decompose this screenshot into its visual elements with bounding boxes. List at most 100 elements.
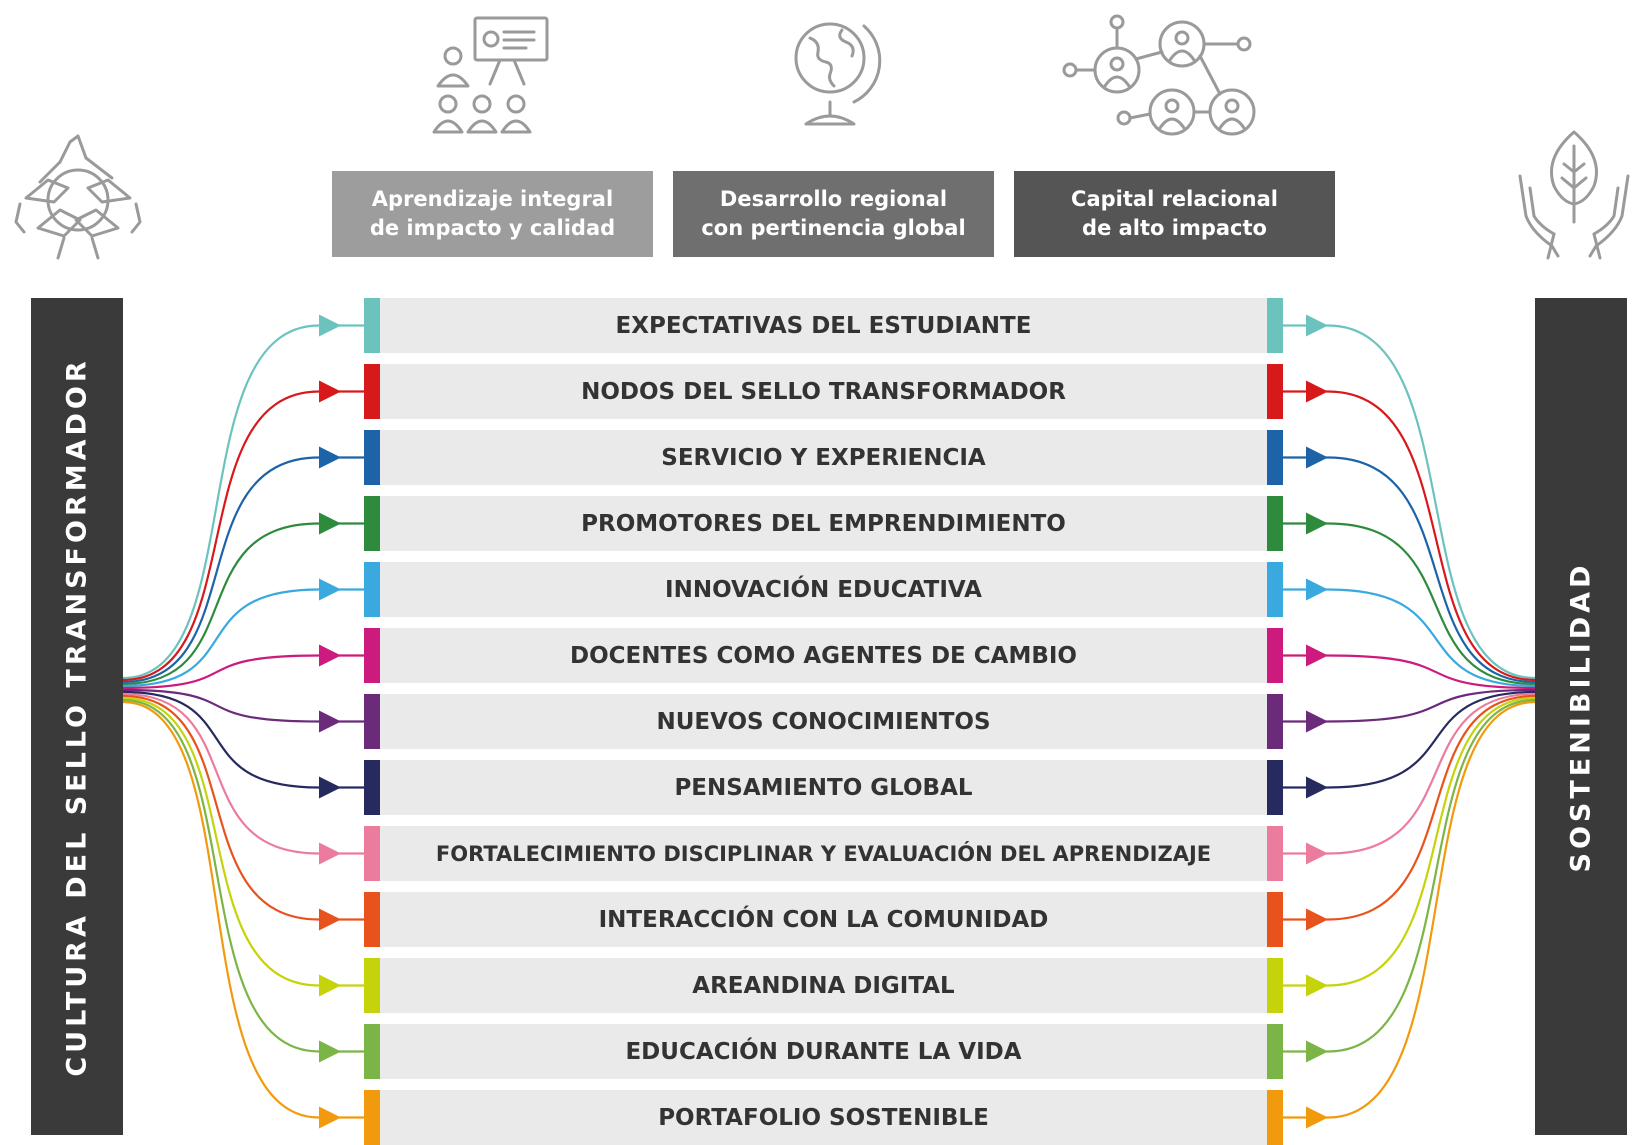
left-pillar: CULTURA DEL SELLO TRANSFORMADOR bbox=[31, 298, 123, 1135]
connector-left bbox=[122, 698, 364, 1053]
arrow-right bbox=[1306, 776, 1328, 799]
pilar-row: AREANDINA DIGITAL bbox=[364, 958, 1283, 1013]
arrow-left bbox=[319, 644, 341, 667]
row-label: NUEVOS CONOCIMIENTOS bbox=[656, 708, 991, 735]
arrow-left bbox=[319, 710, 341, 733]
arrow-right bbox=[1306, 1040, 1328, 1063]
row-color-cap-left bbox=[364, 562, 380, 617]
arrow-left bbox=[319, 1040, 341, 1063]
row-color-cap-right bbox=[1267, 694, 1283, 749]
row-color-cap-left bbox=[364, 364, 380, 419]
row-color-cap-left bbox=[364, 694, 380, 749]
arrow-left bbox=[319, 578, 341, 601]
pillar-line1: Capital relacional bbox=[1071, 187, 1278, 211]
row-color-cap-left bbox=[364, 298, 380, 353]
pilar-row: NUEVOS CONOCIMIENTOS bbox=[364, 694, 1283, 749]
row-label: PORTAFOLIO SOSTENIBLE bbox=[658, 1104, 989, 1131]
arrow-right bbox=[1306, 380, 1328, 403]
connector-left bbox=[122, 694, 364, 921]
pilar-row: PENSAMIENTO GLOBAL bbox=[364, 760, 1283, 815]
pilar-row: FORTALECIMIENTO DISCIPLINAR Y EVALUACIÓN… bbox=[364, 826, 1283, 881]
row-color-cap-right bbox=[1267, 826, 1283, 881]
arrow-right bbox=[1306, 710, 1328, 733]
row-label: PROMOTORES DEL EMPRENDIMIENTO bbox=[581, 510, 1066, 537]
row-color-cap-right bbox=[1267, 958, 1283, 1013]
pilar-row: PROMOTORES DEL EMPRENDIMIENTO bbox=[364, 496, 1283, 551]
row-color-cap-left bbox=[364, 430, 380, 485]
row-label: EDUCACIÓN DURANTE LA VIDA bbox=[625, 1038, 1022, 1065]
connector-left bbox=[122, 688, 364, 723]
pillar-desarrollo: Desarrollo regional con pertinencia globa… bbox=[673, 171, 994, 257]
connector-right bbox=[1283, 324, 1536, 680]
pilar-row: SERVICIO Y EXPERIENCIA bbox=[364, 430, 1283, 485]
arrow-left bbox=[319, 512, 341, 535]
row-label: SERVICIO Y EXPERIENCIA bbox=[661, 444, 986, 471]
row-color-cap-left bbox=[364, 892, 380, 947]
connector-right bbox=[1283, 456, 1536, 684]
pilar-row: PORTAFOLIO SOSTENIBLE bbox=[364, 1090, 1283, 1145]
globe-icon bbox=[784, 14, 884, 134]
connector-right bbox=[1283, 698, 1536, 1053]
connector-right bbox=[1283, 522, 1536, 686]
arrow-left bbox=[319, 842, 341, 865]
connector-left bbox=[122, 700, 364, 1119]
row-color-cap-right bbox=[1267, 628, 1283, 683]
row-color-cap-left bbox=[364, 760, 380, 815]
row-color-cap-left bbox=[364, 1024, 380, 1079]
row-color-cap-left bbox=[364, 826, 380, 881]
row-label: INNOVACIÓN EDUCATIVA bbox=[665, 576, 982, 603]
connector-left bbox=[122, 324, 364, 680]
row-label: AREANDINA DIGITAL bbox=[692, 972, 955, 999]
pillar-line1: Aprendizaje integral bbox=[371, 187, 614, 211]
pilar-row: DOCENTES COMO AGENTES DE CAMBIO bbox=[364, 628, 1283, 683]
connector-right bbox=[1283, 690, 1536, 789]
connector-right bbox=[1283, 692, 1536, 855]
row-color-cap-left bbox=[364, 1090, 380, 1145]
connector-left bbox=[122, 692, 364, 855]
arrow-right bbox=[1306, 1106, 1328, 1129]
connector-left bbox=[122, 522, 364, 686]
row-label: PENSAMIENTO GLOBAL bbox=[674, 774, 973, 801]
right-pillar-label: SOSTENIBILIDAD bbox=[1565, 561, 1597, 872]
pilar-row: INNOVACIÓN EDUCATIVA bbox=[364, 562, 1283, 617]
pillar-capital: Capital relacional de alto impacto bbox=[1014, 171, 1335, 257]
pillar-line2: con pertinencia global bbox=[701, 216, 966, 240]
row-label: INTERACCIÓN CON LA COMUNIDAD bbox=[598, 906, 1049, 933]
classroom-presentation-icon bbox=[430, 14, 552, 134]
row-color-cap-left bbox=[364, 628, 380, 683]
arrow-left bbox=[319, 974, 341, 997]
connector-left bbox=[122, 588, 364, 688]
arrow-left bbox=[319, 776, 341, 799]
pilar-row: EDUCACIÓN DURANTE LA VIDA bbox=[364, 1024, 1283, 1079]
connector-right bbox=[1283, 588, 1536, 688]
arrow-left bbox=[319, 446, 341, 469]
arrow-left bbox=[319, 1106, 341, 1129]
row-color-cap-right bbox=[1267, 298, 1283, 353]
left-pillar-label: CULTURA DEL SELLO TRANSFORMADOR bbox=[61, 356, 93, 1077]
connector-right bbox=[1283, 696, 1536, 987]
row-label: FORTALECIMIENTO DISCIPLINAR Y EVALUACIÓN… bbox=[435, 841, 1212, 866]
arrow-right bbox=[1306, 644, 1328, 667]
arrow-right bbox=[1306, 842, 1328, 865]
pilar-row: INTERACCIÓN CON LA COMUNIDAD bbox=[364, 892, 1283, 947]
arrow-right bbox=[1306, 314, 1328, 337]
connector-right bbox=[1283, 700, 1536, 1119]
row-label: NODOS DEL SELLO TRANSFORMADOR bbox=[581, 378, 1066, 405]
hands-leaf-icon bbox=[1510, 126, 1638, 260]
arrow-left bbox=[319, 380, 341, 403]
connector-left bbox=[122, 456, 364, 684]
pillar-line1: Desarrollo regional bbox=[719, 187, 948, 211]
row-color-cap-right bbox=[1267, 562, 1283, 617]
pilar-row: NODOS DEL SELLO TRANSFORMADOR bbox=[364, 364, 1283, 419]
pillar-line2: de alto impacto bbox=[1082, 216, 1267, 240]
row-color-cap-right bbox=[1267, 430, 1283, 485]
row-color-cap-right bbox=[1267, 760, 1283, 815]
connector-right bbox=[1283, 694, 1536, 921]
pilar-row: EXPECTATIVAS DEL ESTUDIANTE bbox=[364, 298, 1283, 353]
arrow-right bbox=[1306, 512, 1328, 535]
row-label: DOCENTES COMO AGENTES DE CAMBIO bbox=[570, 642, 1077, 669]
hands-circle-icon bbox=[8, 128, 148, 268]
network-people-icon bbox=[1062, 14, 1262, 136]
row-color-cap-left bbox=[364, 958, 380, 1013]
